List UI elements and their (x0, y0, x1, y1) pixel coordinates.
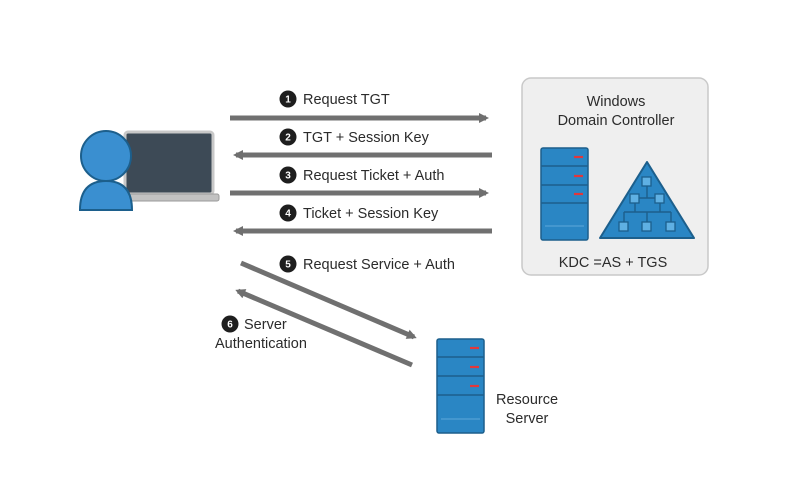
arrow-step-5 (240, 260, 417, 340)
domain-controller-panel: Windows Domain Controller (521, 77, 709, 276)
step-5: 5 Request Service + Auth (279, 255, 455, 273)
step-3-label: Request Ticket + Auth (303, 168, 444, 184)
step-6-number: 6 (227, 320, 233, 331)
step-3: 3 Request Ticket + Auth (279, 166, 444, 184)
client-workstation (78, 130, 220, 211)
step-5-label: Request Service + Auth (303, 257, 455, 273)
step-6-label-line2: Authentication (215, 336, 307, 352)
dc-title-line2: Domain Controller (558, 113, 675, 129)
resource-server: Resource Server (436, 338, 558, 434)
arrow-step-6 (235, 288, 413, 368)
step-3-number: 3 (285, 171, 291, 182)
step-2-label: TGT + Session Key (303, 130, 430, 146)
step-4-number: 4 (285, 209, 291, 220)
step-2-badge (279, 128, 297, 146)
step-4-label: Ticket + Session Key (303, 206, 439, 222)
resource-server-icon (436, 338, 485, 434)
directory-tree-icon (599, 161, 695, 239)
step-6: 6 Server Authentication (215, 315, 307, 352)
resource-server-label-line2: Server (506, 411, 549, 427)
step-1-badge (279, 90, 297, 108)
step-4-badge (279, 204, 297, 222)
step-1: 1 Request TGT (279, 90, 390, 108)
step-2: 2 TGT + Session Key (279, 128, 430, 146)
step-2-number: 2 (285, 133, 291, 144)
laptop-icon (114, 130, 220, 202)
step-6-badge (221, 315, 239, 333)
step-1-number: 1 (285, 95, 291, 106)
step-6-label-line1: Server (244, 317, 287, 333)
step-5-badge (279, 255, 297, 273)
step-4: 4 Ticket + Session Key (279, 204, 439, 222)
resource-server-label-line1: Resource (496, 392, 558, 408)
step-5-number: 5 (285, 260, 291, 271)
kdc-server-icon (540, 147, 589, 241)
user-icon (78, 130, 134, 211)
kdc-label: KDC =AS + TGS (559, 255, 668, 271)
step-1-label: Request TGT (303, 92, 390, 108)
step-3-badge (279, 166, 297, 184)
dc-title-line1: Windows (587, 94, 646, 110)
message-arrows (230, 113, 492, 368)
